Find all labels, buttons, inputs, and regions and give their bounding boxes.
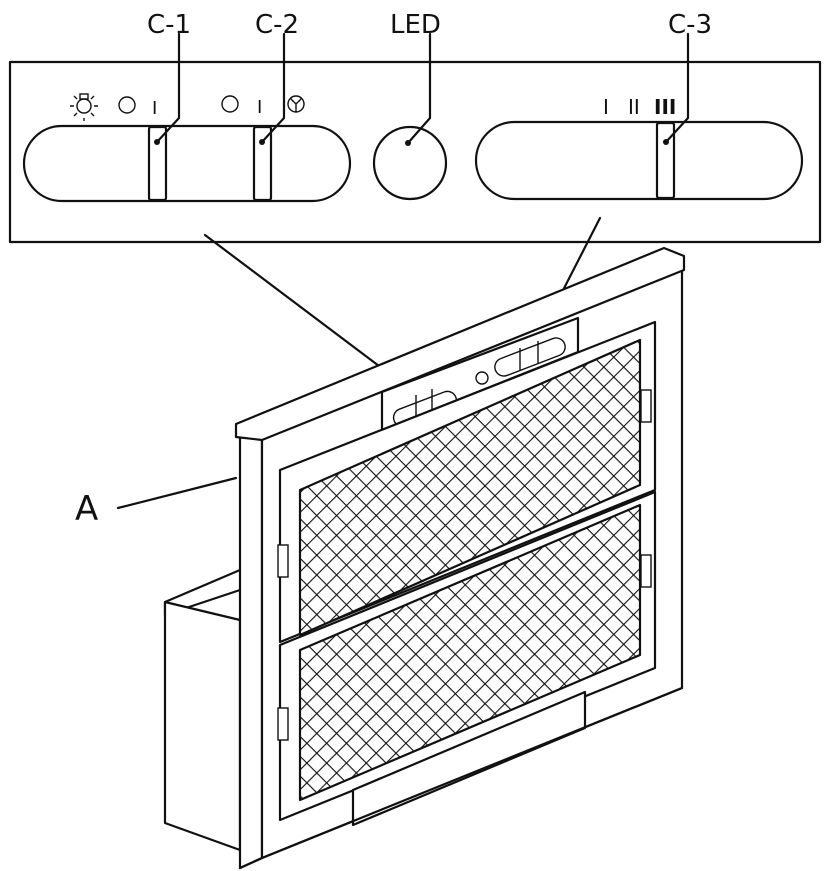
on-symbol-fan: I bbox=[257, 97, 262, 118]
hood-top-cap bbox=[234, 246, 686, 442]
left-switch-track bbox=[22, 124, 352, 203]
light-bulb-icon bbox=[70, 93, 98, 121]
hood-back-box-side bbox=[163, 600, 242, 852]
switch-c3-slider[interactable] bbox=[655, 121, 676, 200]
hood-switch-speed bbox=[494, 337, 566, 377]
on-symbol-light: I bbox=[152, 98, 157, 119]
callout-a-label: A bbox=[75, 489, 98, 529]
off-symbol-fan bbox=[221, 95, 239, 113]
filter-clip-upper-right bbox=[640, 389, 652, 423]
hood-led bbox=[475, 371, 489, 385]
control-panel-zoom: I I I II III bbox=[8, 60, 822, 244]
callout-c1-label: C-1 bbox=[147, 10, 191, 40]
led-indicator bbox=[372, 125, 448, 201]
speed-switch-track bbox=[474, 120, 804, 201]
filter-clip-lower-right bbox=[640, 554, 652, 588]
speed-2-mark: II bbox=[628, 95, 640, 119]
callout-a-leader bbox=[116, 476, 238, 510]
callout-c2-label: C-2 bbox=[255, 10, 299, 40]
speed-1-mark: I bbox=[603, 95, 609, 119]
callout-led-label: LED bbox=[390, 10, 441, 40]
off-symbol-light bbox=[118, 96, 136, 114]
hood-frame-left-side bbox=[238, 418, 264, 870]
switch-c2-slider[interactable] bbox=[252, 125, 273, 202]
speed-3-mark: III bbox=[654, 95, 676, 119]
fan-icon bbox=[287, 95, 305, 113]
callout-leader-lines bbox=[155, 32, 690, 145]
filter-clip-upper-left bbox=[277, 544, 289, 578]
switch-c1-slider[interactable] bbox=[147, 125, 168, 202]
filter-clip-lower-left bbox=[277, 707, 289, 741]
range-hood bbox=[163, 246, 686, 870]
callout-c3-label: C-3 bbox=[668, 10, 712, 40]
